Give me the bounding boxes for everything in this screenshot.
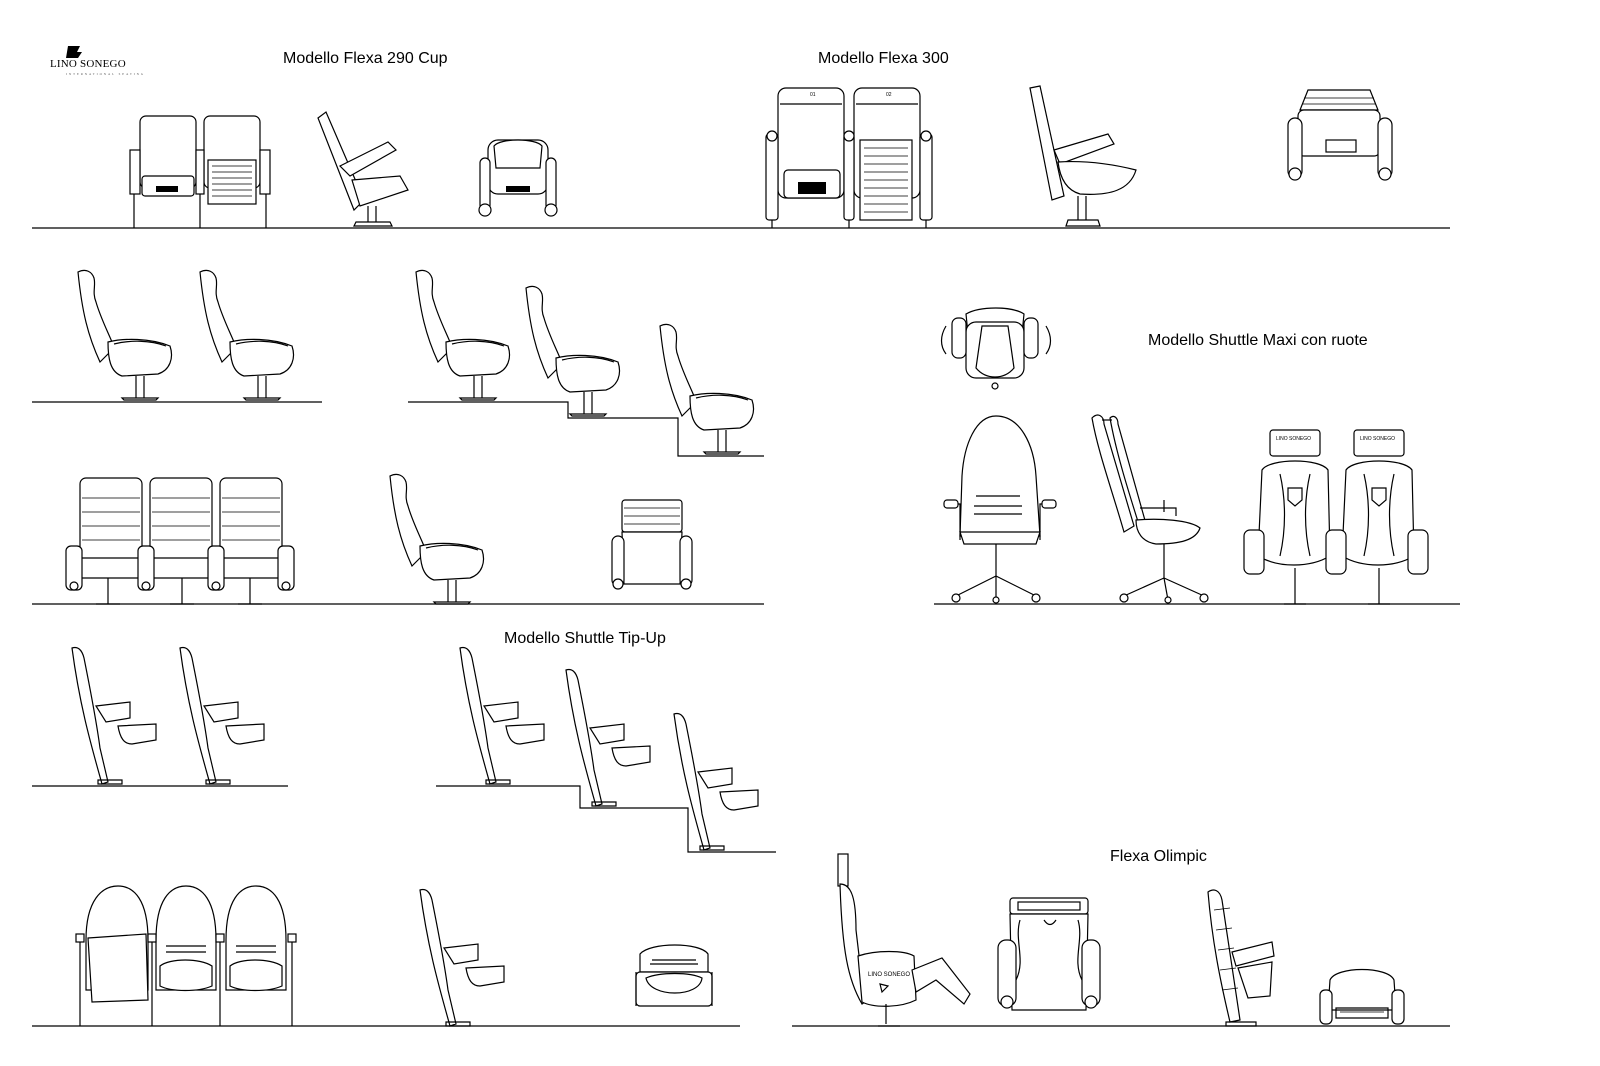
shuttle-maxi-front-view [943,415,1057,604]
shuttle-tip-up-front-row [75,885,297,1026]
row-3-drawings [32,473,764,605]
flexa-olimpic-side-recliner: LINO SONEGO [837,853,971,1027]
brand-name: LINO SONEGO [50,58,126,70]
shuttle-maxi-top-view [940,307,1052,390]
seat-number-1: 01 [810,92,816,98]
title-flexa-olimpic: Flexa Olimpic [1110,848,1207,865]
olimpic-headrest-label: LINO SONEGO [868,972,910,978]
flexa-300-side-view [1029,85,1137,227]
row-5-drawings: LINO SONEGO [32,853,1450,1027]
flexa-olimpic-front-small [1319,968,1405,1025]
row-4-drawings [32,646,776,853]
brand-tagline: INTERNATIONAL SEATING [66,72,146,76]
shuttle-maxi-drawings: LINO SONEGO LINO SONEGO [934,307,1460,605]
row-1-drawings: 01 02 [32,85,1450,229]
flexa-290-side-view [317,111,409,227]
title-flexa-300: Modello Flexa 300 [818,50,949,67]
flexa-300-front-view: 01 02 [765,87,933,228]
headrest-label-2: LINO SONEGO [1360,436,1395,442]
flexa-300-top-view [1287,89,1393,181]
brand-logo: LINO SONEGO INTERNATIONAL SEATING [50,44,150,80]
headrest-label-1: LINO SONEGO [1276,436,1311,442]
shuttle-tip-up-top-view [635,944,713,1007]
title-shuttle-tip-up: Modello Shuttle Tip-Up [504,630,666,647]
shuttle-maxi-side-view [1091,414,1209,604]
flexa-three-seat-front-view [65,477,295,605]
title-flexa-290-cup: Modello Flexa 290 Cup [283,50,448,67]
brand-mark-icon [66,46,82,58]
flexa-290-front-view [129,115,271,228]
flexa-290-top-view [478,139,558,217]
shuttle-maxi-front-pair: LINO SONEGO LINO SONEGO [1243,429,1429,605]
row-2-drawings [32,269,764,457]
flexa-top-view-row-3 [611,499,693,590]
stepped-floor-line [408,401,764,457]
seat-number-2: 02 [886,92,892,98]
flexa-olimpic-side-view [1207,889,1275,1027]
stepped-floor-line-tip-up [436,785,776,853]
flexa-olimpic-top-view [997,897,1101,1011]
title-shuttle-maxi: Modello Shuttle Maxi con ruote [1148,332,1368,349]
